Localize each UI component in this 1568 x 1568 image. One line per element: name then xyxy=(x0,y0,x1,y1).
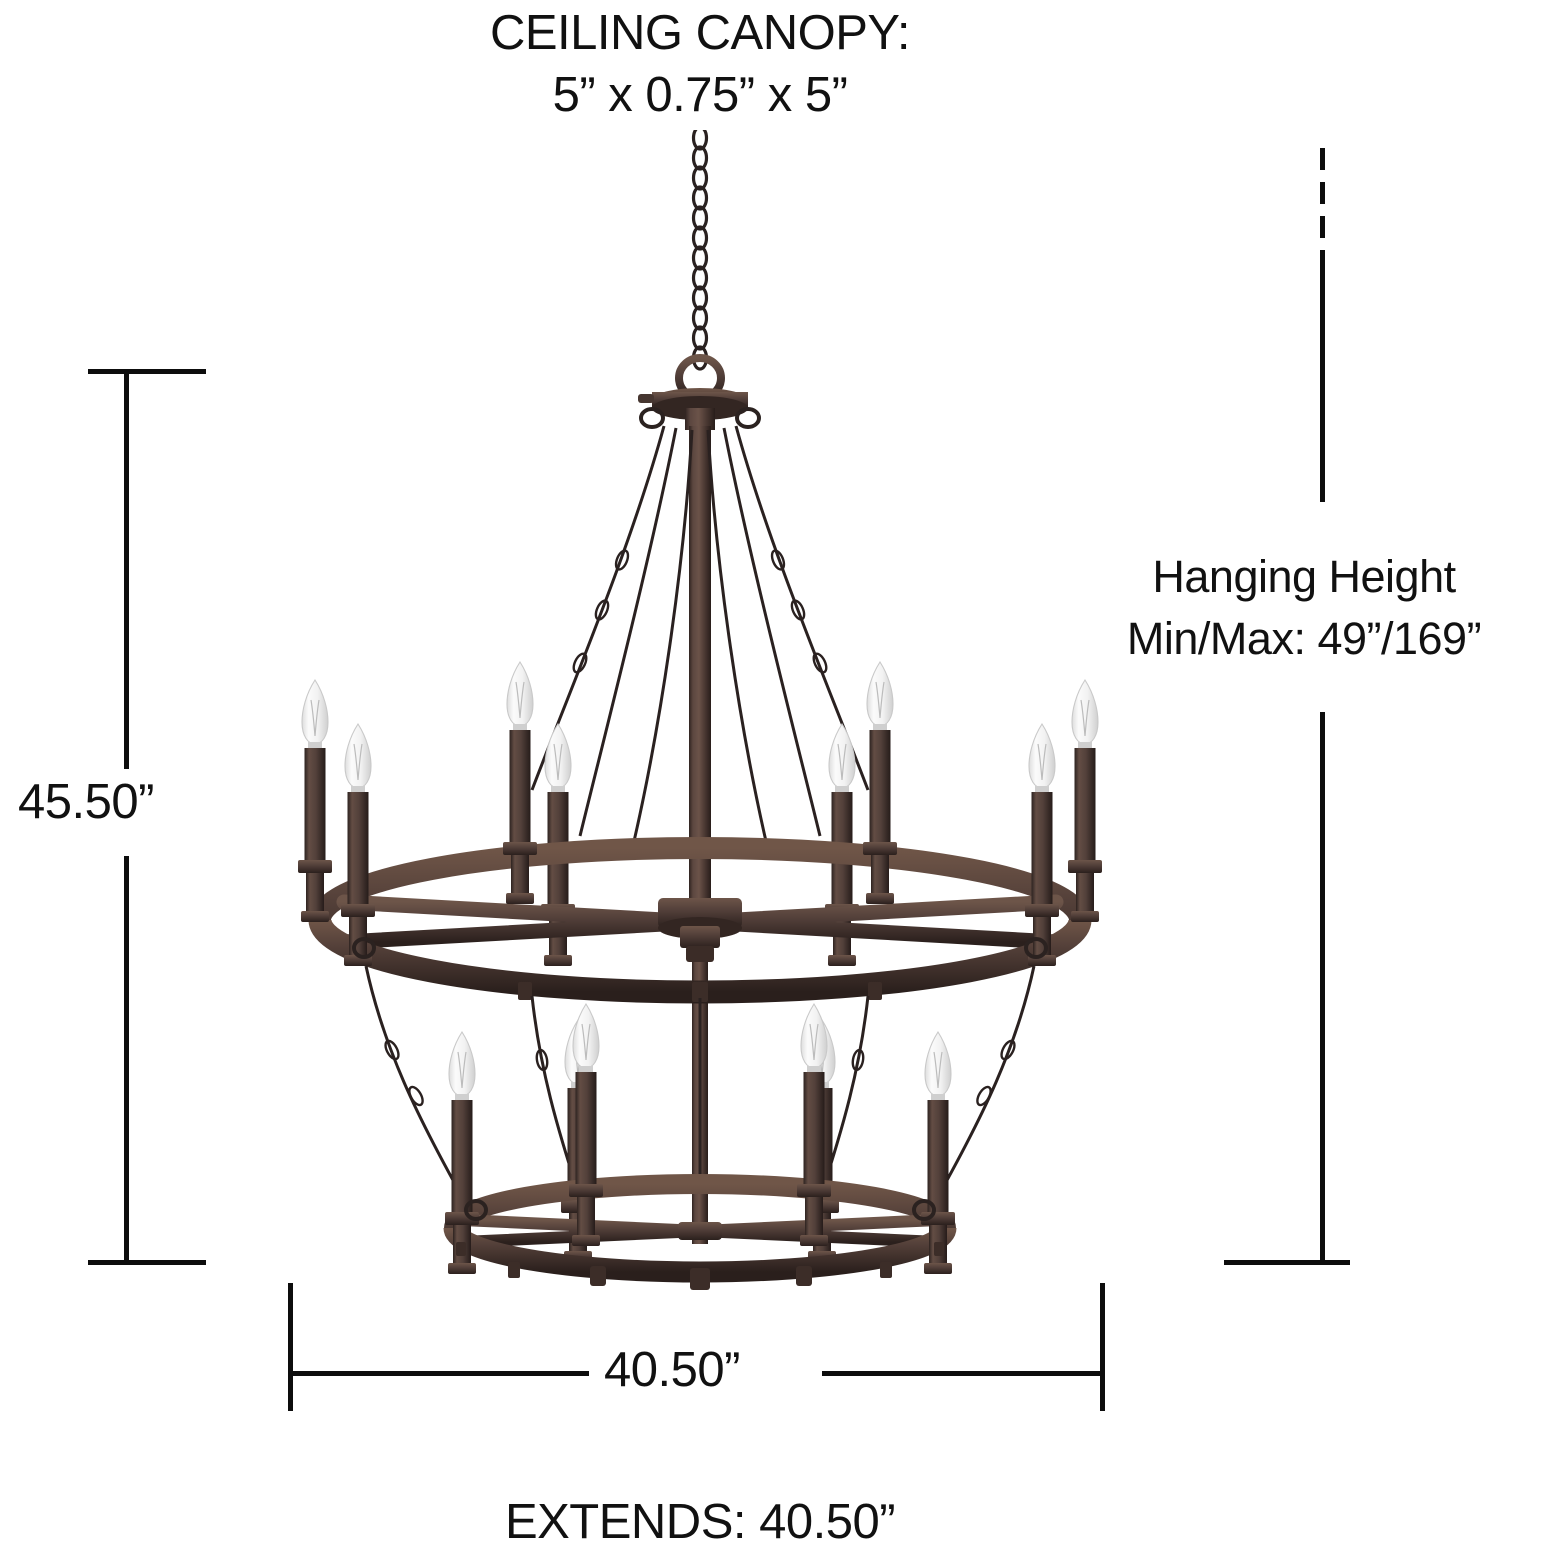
hanging-dimension-dashed-top xyxy=(1320,148,1325,258)
lower-support-chain-links xyxy=(384,1039,1016,1107)
upper-support-chain-links xyxy=(572,549,828,674)
chandelier-illustration xyxy=(297,130,1103,1290)
candle-upper-1 xyxy=(297,679,333,923)
width-dimension-right-tick xyxy=(1100,1283,1105,1411)
hanging-dimension-bottom-cap xyxy=(1224,1260,1350,1265)
height-dimension-label: 45.50” xyxy=(18,775,154,829)
upper-ring-hub xyxy=(658,898,742,962)
upper-ring-connectors xyxy=(352,937,1048,959)
upper-ring-tabs xyxy=(518,982,882,1002)
hanging-dimension-line-upper xyxy=(1320,258,1325,502)
lower-ring-hardware xyxy=(456,1199,944,1290)
extends-label: EXTENDS: 40.50” xyxy=(504,1495,896,1549)
hanging-height-title: Hanging Height xyxy=(1152,551,1456,602)
candle-upper-2 xyxy=(340,723,376,967)
top-hub xyxy=(638,388,761,430)
hanging-dimension-line-lower xyxy=(1320,712,1325,1262)
width-dimension-line-left xyxy=(288,1371,589,1376)
width-dimension-line-right xyxy=(822,1371,1103,1376)
width-dimension-left-tick xyxy=(288,1283,293,1411)
suspension-chain xyxy=(691,130,709,371)
candle-upper-6 xyxy=(1067,679,1103,923)
ceiling-canopy-title: CEILING CANOPY: xyxy=(489,6,911,60)
width-dimension-label: 40.50” xyxy=(604,1343,740,1397)
ceiling-canopy-callout: CEILING CANOPY: 5” x 0.75” x 5” xyxy=(0,2,1400,126)
hanging-height-callout: Hanging Height Min/Max: 49”/169” xyxy=(1040,546,1568,670)
ceiling-canopy-dimensions: 5” x 0.75” x 5” xyxy=(552,68,848,122)
candle-upper-5 xyxy=(1024,723,1060,967)
height-dimension-top-cap xyxy=(88,369,206,374)
height-dimension-bottom-cap xyxy=(88,1260,206,1265)
upper-ring xyxy=(308,837,1092,1004)
height-dimension-line-lower xyxy=(124,856,129,1265)
hanging-height-values: Min/Max: 49”/169” xyxy=(1126,613,1482,664)
height-dimension-line-upper xyxy=(124,369,129,769)
